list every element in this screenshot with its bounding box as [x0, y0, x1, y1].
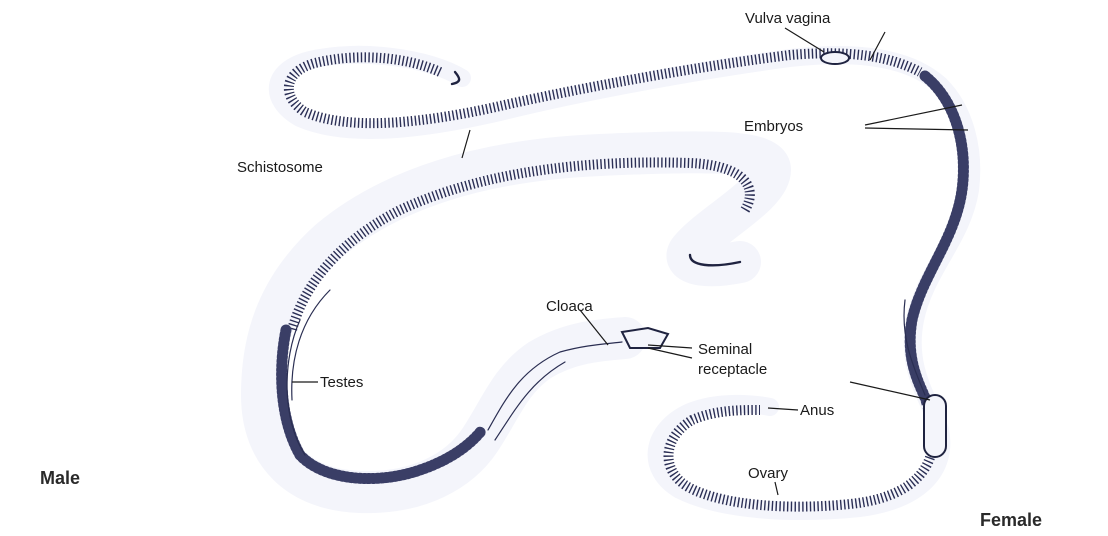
label-cloaca: Cloaca [546, 298, 593, 315]
label-testes: Testes [320, 374, 363, 391]
label-ovary: Ovary [748, 465, 789, 482]
label-receptacle: receptacle [698, 361, 767, 378]
male-worm [262, 152, 770, 492]
label-embryos: Embryos [744, 118, 803, 135]
label-schistosome: Schistosome [237, 159, 323, 176]
female-worm [278, 52, 971, 511]
label-male: Male [40, 468, 80, 488]
label-vulva-vagina: Vulva vagina [745, 10, 831, 27]
label-anus: Anus [800, 402, 834, 419]
label-seminal: Seminal [698, 341, 752, 358]
label-female: Female [980, 510, 1042, 530]
leader-lines [292, 28, 968, 495]
